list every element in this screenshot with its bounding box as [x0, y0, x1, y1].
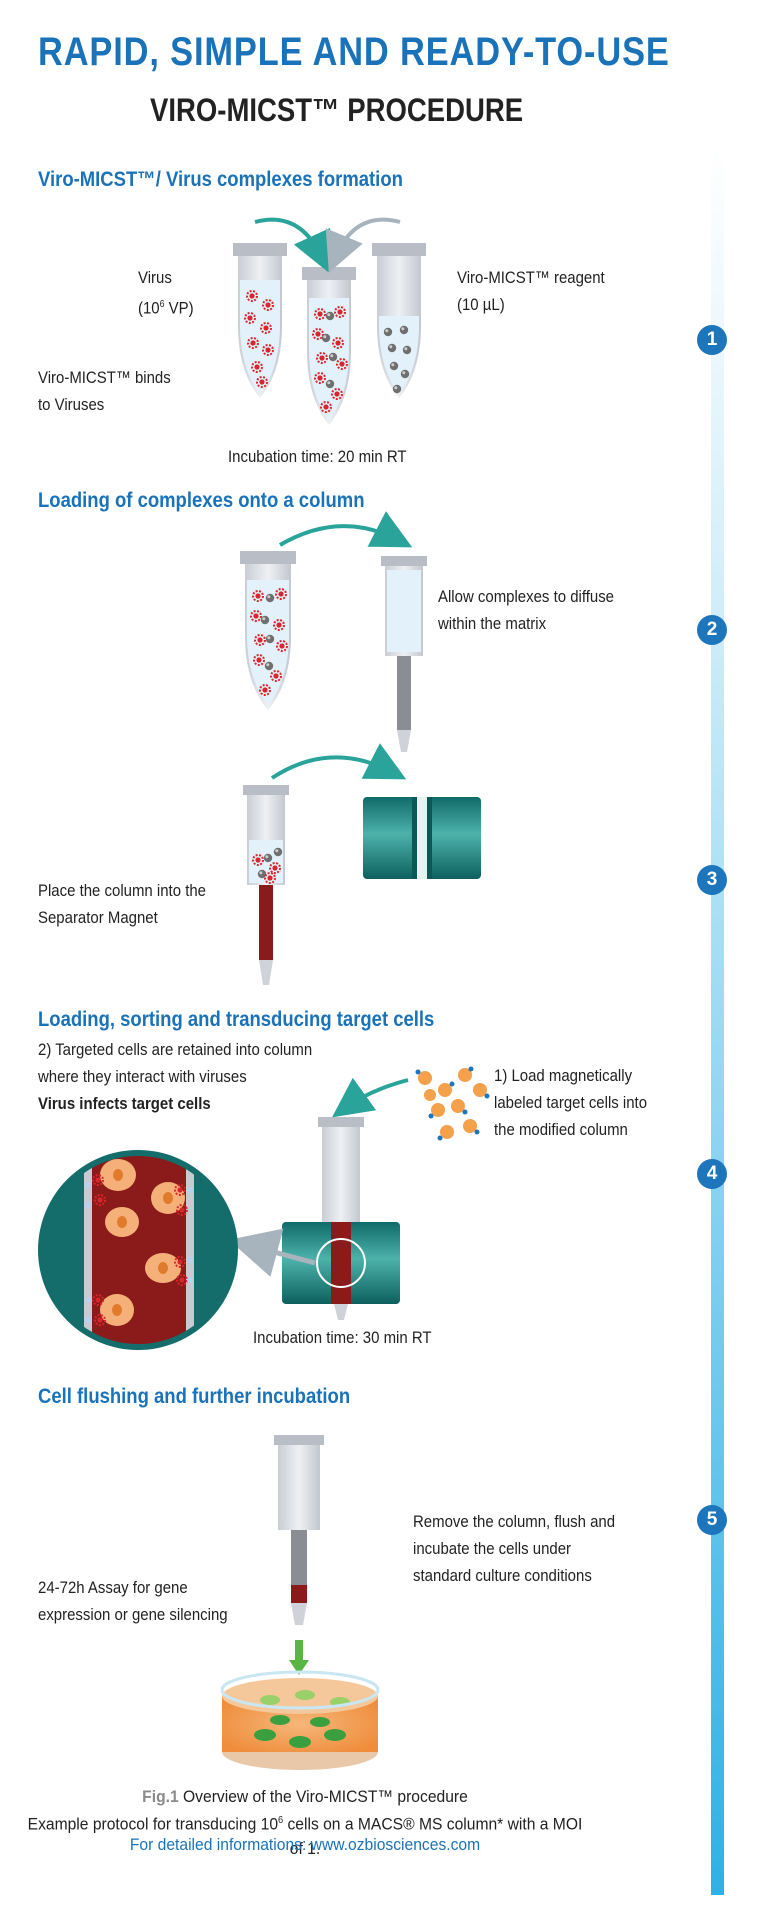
column-in-magnet: [282, 1117, 400, 1320]
page-title: RAPID, SIMPLE AND READY-TO-USE: [38, 30, 670, 74]
tube-complexes-2: [240, 551, 296, 710]
label-virus: Virus (106 VP): [138, 268, 194, 318]
step-badge-3: 3: [697, 865, 727, 895]
zoom-view: [38, 1150, 238, 1350]
section-title-2: Loading of complexes onto a column: [38, 489, 365, 512]
zoom-arrow: [228, 1228, 316, 1277]
section-title-1: Viro-MICST™/ Virus complexes formation: [38, 168, 403, 191]
empty-column: [381, 556, 427, 752]
arrow-load-cells: [332, 1077, 409, 1118]
flush-syringe: [274, 1435, 324, 1625]
step-badge-5: 5: [697, 1505, 727, 1535]
figure-caption-line2: Example protocol for transducing 106 cel…: [27, 1814, 583, 1858]
label-incubation-1: Incubation time: 20 min RT: [228, 447, 407, 466]
culture-dish: [220, 1670, 380, 1770]
arrow-reagent-to-mix: [325, 217, 401, 273]
step-badge-1: 1: [697, 325, 727, 355]
arrow-virus-to-mix: [254, 217, 331, 273]
label-remove-column: Remove the column, flush and incubate th…: [413, 1512, 616, 1585]
separator-magnet: [363, 797, 481, 879]
label-retained: 2) Targeted cells are retained into colu…: [38, 1040, 313, 1113]
step-badge-4: 4: [697, 1159, 727, 1189]
step-badge-2: 2: [697, 615, 727, 645]
tube-reagent: [372, 243, 426, 398]
progress-bar: [711, 150, 724, 1895]
section-title-4: Cell flushing and further incubation: [38, 1385, 351, 1408]
loaded-column: [243, 785, 289, 985]
label-incubation-2: Incubation time: 30 min RT: [253, 1328, 432, 1347]
label-reagent: Viro-MICST™ reagent (10 µL): [457, 268, 605, 314]
label-load-cells: 1) Load magnetically labeled target cell…: [494, 1066, 648, 1139]
tube-complexes: [302, 267, 356, 425]
label-assay: 24-72h Assay for gene expression or gene…: [38, 1578, 228, 1624]
page-subtitle: VIRO-MICST™ PROCEDURE: [150, 92, 524, 128]
label-binds: Viro-MICST™ binds to Viruses: [38, 368, 171, 414]
arrow-to-magnet: [270, 743, 407, 780]
labeled-target-cells: [415, 1066, 490, 1141]
arrow-to-column: [278, 511, 413, 548]
figure-caption-line1: Fig.1 Overview of the Viro-MICST™ proced…: [142, 1787, 468, 1806]
website-link[interactable]: For detailed informations: www.ozbioscie…: [129, 1835, 481, 1854]
tube-virus: [233, 243, 287, 398]
label-place-column: Place the column into the Separator Magn…: [38, 881, 206, 927]
section-title-3: Loading, sorting and transducing target …: [38, 1008, 435, 1031]
label-diffuse: Allow complexes to diffuse within the ma…: [438, 587, 615, 633]
